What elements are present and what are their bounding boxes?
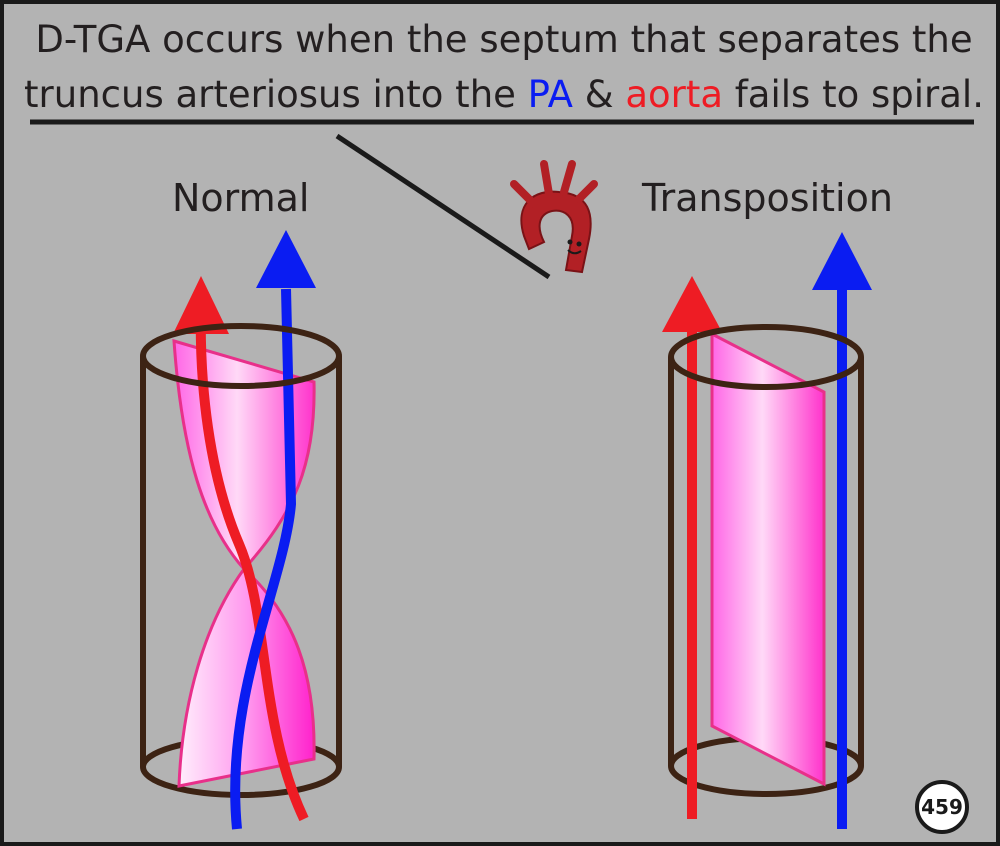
headline-text-2b: fails to spiral. [723,73,984,116]
transposition-septum [710,331,826,787]
headline-ampersand: & [572,73,626,116]
normal-pa-path [230,288,297,830]
aortic-arch-mascot-icon [510,160,598,274]
transposition-panel-label: Transposition [642,176,893,220]
transposition-aorta-arrowhead [662,276,722,332]
transposition-truncus-cylinder [662,232,872,829]
normal-aorta-arrowhead [173,276,229,334]
headline-aorta-word: aorta [625,73,724,116]
pointer-line [335,133,551,280]
transposition-pa-arrowhead [812,232,872,290]
headline-pa-word: PA [527,73,573,116]
normal-pa-arrowhead [256,230,316,288]
diagram-art [30,119,974,830]
headline-line-2: truncus arteriosus into the PA & aorta f… [4,71,996,119]
headline-text-1: D-TGA occurs when the septum that separa… [35,18,973,61]
normal-truncus-cylinder [140,230,342,830]
headline-line-1: D-TGA occurs when the septum that separa… [4,16,996,64]
headline-text-2a: truncus arteriosus into the [24,73,528,116]
normal-panel-label: Normal [172,176,310,220]
page-number-badge: 459 [915,780,969,834]
